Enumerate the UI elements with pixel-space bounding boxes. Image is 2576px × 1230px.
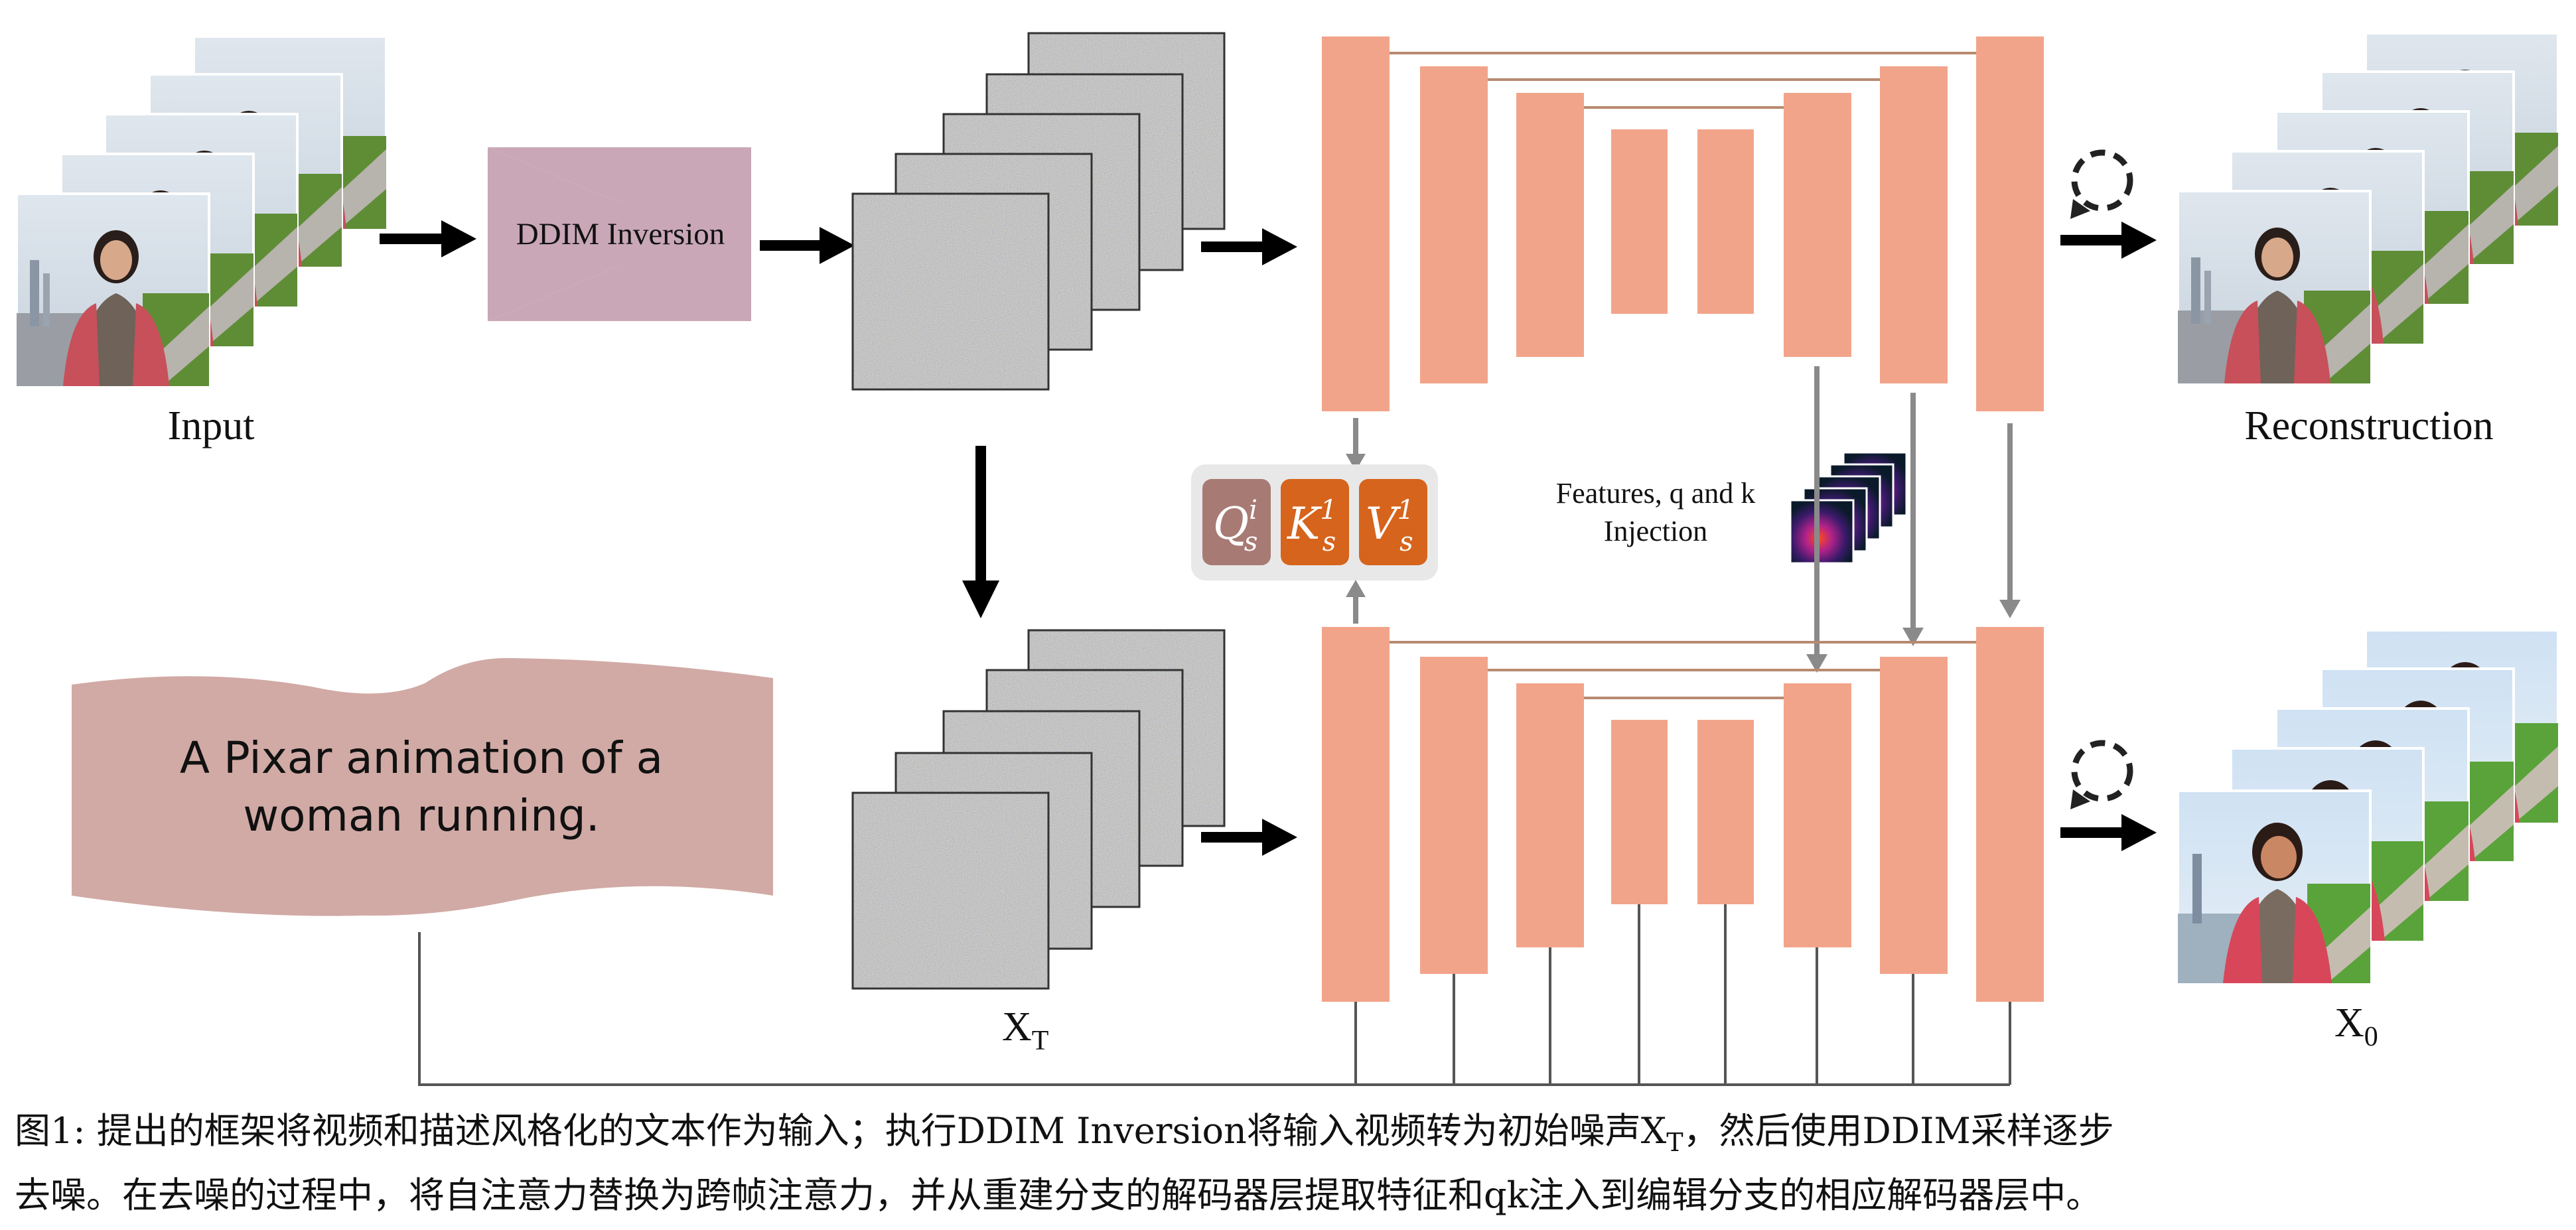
unet-reconstruction [1322, 36, 2044, 411]
query-box [1202, 479, 1271, 565]
refresh-cycle-icon [2070, 149, 2133, 219]
figure-caption: 图1: 提出的框架将视频和描述风格化的文本作为输入；执行DDIM Inversi… [15, 1105, 2563, 1222]
prompt-line1: A Pixar animation of a [180, 732, 663, 784]
value-box [1359, 479, 1427, 565]
text-prompt-banner [72, 657, 773, 916]
black-arrow-icon [1201, 819, 1297, 856]
prompt-line2: woman running. [243, 790, 600, 841]
reconstruction-label: Reconstruction [2244, 403, 2493, 448]
features-label-line1: Features, q and k [1556, 477, 1756, 510]
gray-arrow-icon [1999, 423, 2021, 618]
input-video-frames [15, 35, 388, 387]
black-arrow-icon [380, 220, 476, 257]
x0-label: X0 [2334, 1000, 2378, 1052]
framework-diagram: Input DDIM Inversion [15, 32, 2559, 1086]
text-conditioning-lines [418, 904, 2011, 1086]
features-label-line2: Injection [1604, 515, 1707, 547]
input-label: Input [168, 403, 255, 448]
black-arrow-icon [760, 227, 855, 264]
gray-arrow-icon [1346, 580, 1366, 624]
gray-arrow-icon [1346, 418, 1366, 471]
key-box [1281, 479, 1349, 565]
noise-latents-xt [853, 630, 1224, 989]
ddim-inversion-block [488, 147, 751, 321]
xt-label: XT [1002, 1004, 1048, 1056]
caption-line1: 图1: 提出的框架将视频和描述风格化的文本作为输入；执行DDIM Inversi… [15, 1110, 2114, 1157]
noise-latents-top [853, 33, 1224, 389]
black-arrow-icon [1201, 228, 1297, 265]
unet-editing [1322, 627, 2044, 1002]
feature-map-stack [1789, 451, 1908, 565]
gray-arrow-icon [1806, 366, 1827, 673]
ddim-inversion-label: DDIM Inversion [516, 217, 725, 251]
black-arrow-icon [2060, 814, 2157, 851]
caption-line2: 去噪。在去噪的过程中，将自注意力替换为跨帧注意力，并从重建分支的解码器层提取特征… [15, 1174, 2102, 1216]
black-arrow-icon [962, 446, 999, 618]
refresh-cycle-icon [2070, 740, 2133, 809]
black-arrow-icon [2060, 222, 2157, 259]
gray-arrow-icon [1902, 393, 1924, 646]
reconstruction-video-frames [2177, 32, 2559, 385]
edited-video-frames [2177, 629, 2559, 985]
